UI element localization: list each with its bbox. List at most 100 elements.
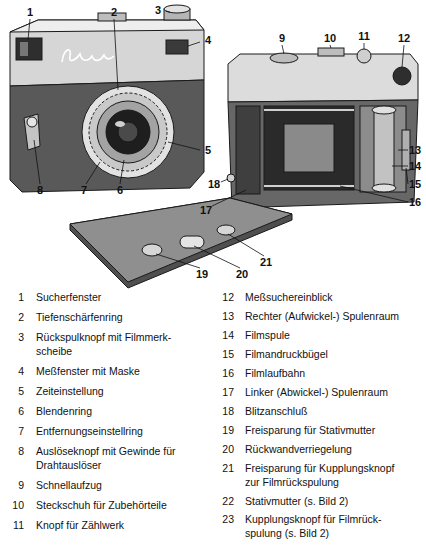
part-number: 23 — [214, 512, 234, 526]
part-name: Freisparung für Kupplungsknopf zur Filmr… — [245, 461, 398, 489]
callout-number: 9 — [272, 31, 292, 45]
part-number: 2 — [4, 310, 24, 324]
rapid-wind-lever — [270, 53, 298, 63]
leader-line — [221, 179, 228, 182]
spool-flange — [372, 184, 396, 192]
part-number: 16 — [214, 366, 234, 380]
tripod-recess — [217, 225, 235, 235]
part-name: Filmspule — [245, 328, 290, 342]
back-lock — [180, 236, 204, 248]
callout-number: 1 — [20, 5, 40, 19]
plate-face — [70, 198, 292, 282]
callout-number: 6 — [110, 183, 130, 197]
leader-line — [120, 160, 124, 184]
part-number: 21 — [214, 461, 234, 475]
callout-number: 13 — [405, 143, 425, 157]
top-surface — [10, 20, 204, 32]
window-reflection — [20, 42, 28, 56]
leader-line — [34, 140, 40, 184]
callout-number: 17 — [196, 203, 216, 217]
part-name: Knopf für Zählwerk — [36, 518, 124, 532]
part-name: Freisparung für Stativmutter — [245, 423, 375, 437]
part-number: 6 — [4, 404, 24, 418]
leader-line — [398, 150, 408, 151]
plate-edge — [70, 198, 292, 288]
leader-line — [156, 254, 200, 268]
part-name: Sucherfenster — [36, 290, 101, 304]
part-name: Rechter (Aufwickel-) Spulenraum — [245, 309, 399, 323]
part-number: 13 — [214, 309, 234, 323]
callout-number: 3 — [148, 3, 168, 17]
part-name: Entfernungseinstellring — [36, 424, 143, 438]
top-housing — [10, 20, 204, 86]
part-number: 3 — [4, 330, 24, 344]
callout-number: 4 — [198, 33, 218, 47]
leader-line — [364, 43, 365, 49]
callout-number: 21 — [256, 255, 276, 269]
part-number: 12 — [214, 290, 234, 304]
leader-line — [188, 42, 200, 46]
leatherette-body — [10, 80, 204, 192]
leader-line — [402, 45, 404, 67]
film-gate — [264, 106, 354, 190]
part-name: Blendenring — [36, 404, 92, 418]
accessory-shoe — [318, 48, 344, 56]
rewind-knob-top — [164, 5, 190, 13]
leader-line — [406, 168, 408, 184]
callout-number: 19 — [192, 267, 212, 281]
back-plate — [70, 198, 292, 288]
callout-number: 20 — [232, 267, 252, 281]
part-number: 15 — [214, 347, 234, 361]
part-number: 1 — [4, 290, 24, 304]
leader-line — [28, 19, 30, 40]
part-name: Steckschuh für Zubehörteile — [36, 498, 167, 512]
part-number: 18 — [214, 404, 234, 418]
leader-lines — [28, 11, 408, 268]
leader-line — [194, 246, 240, 268]
leader-line — [228, 234, 264, 256]
coupling-recess — [142, 244, 162, 256]
body-interior — [228, 100, 418, 208]
callout-number: 12 — [394, 31, 414, 45]
part-number: 22 — [214, 494, 234, 508]
shutter-opening — [284, 124, 334, 172]
part-number: 8 — [4, 444, 24, 458]
part-name: Auslöseknopf mit Gewinde für Drahtauslös… — [36, 444, 179, 472]
callout-number: 11 — [354, 29, 374, 43]
leader-line — [166, 11, 170, 12]
part-number: 14 — [214, 328, 234, 342]
callout-number: 5 — [198, 143, 218, 157]
callout-number: 7 — [74, 183, 94, 197]
rangefinder-window — [166, 40, 188, 54]
part-number: 17 — [214, 385, 234, 399]
leader-line — [86, 162, 100, 184]
part-name: Filmlaufbahn — [245, 366, 305, 380]
callout-number: 8 — [30, 183, 50, 197]
eyepiece — [393, 67, 411, 85]
part-number: 7 — [4, 424, 24, 438]
callout-number: 16 — [405, 195, 425, 209]
part-number: 4 — [4, 364, 24, 378]
part-name: Filmandruckbügel — [245, 347, 328, 361]
open-camera — [227, 48, 418, 208]
lens-glass — [106, 110, 150, 154]
camera-illustration — [0, 0, 426, 290]
front-camera — [10, 5, 204, 192]
left-spool-chamber — [236, 106, 260, 194]
part-number: 9 — [4, 478, 24, 492]
part-number: 20 — [214, 442, 234, 456]
film-spool — [374, 110, 394, 188]
part-name: Blitzanschluß — [245, 404, 307, 418]
part-name: Zeiteinstellung — [36, 384, 104, 398]
shutter-lever — [24, 114, 40, 150]
part-name: Meßsuchereinblick — [245, 290, 333, 304]
logo-script — [62, 50, 114, 62]
flash-socket — [227, 174, 235, 182]
callout-number: 18 — [204, 177, 224, 191]
leader-line — [340, 186, 408, 202]
leader-line — [168, 142, 200, 150]
right-spool-chamber — [360, 106, 406, 192]
lens-highlight — [115, 121, 125, 127]
leader-line — [392, 166, 408, 167]
